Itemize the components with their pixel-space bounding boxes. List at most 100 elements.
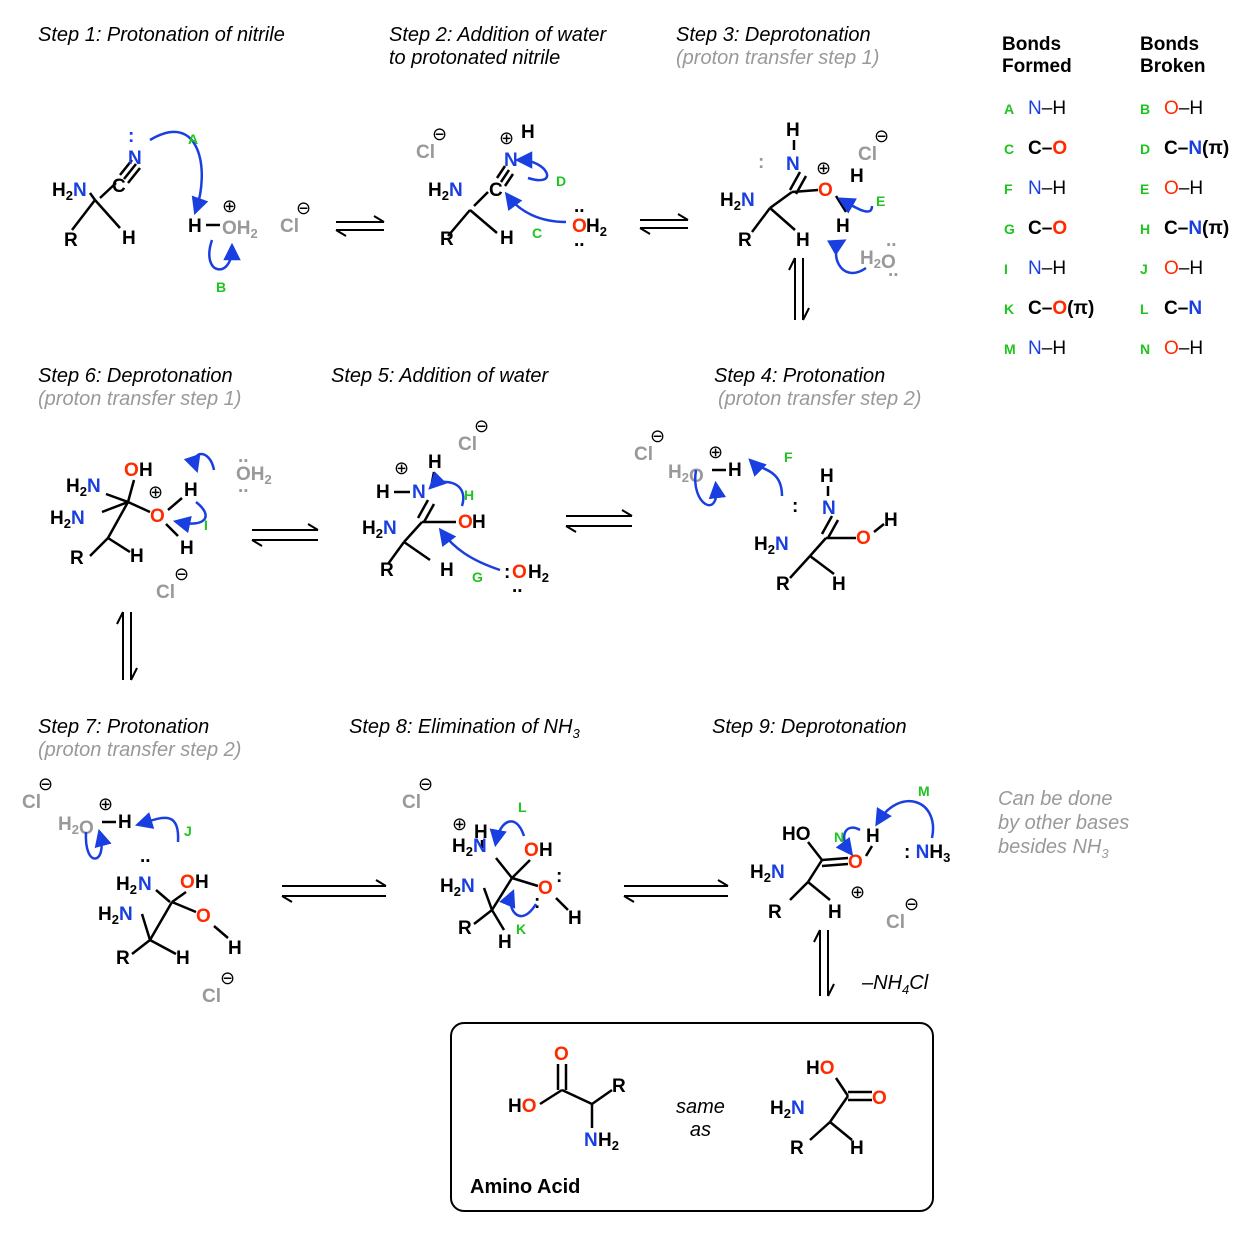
svg-text:O: O [856,528,871,549]
formed-row: K C–O(π) [1004,298,1094,338]
broken-row: N O–H [1140,338,1229,378]
bond-letter: N [1140,341,1151,357]
svg-text:Cl: Cl [634,444,653,465]
svg-text::: : [758,152,764,173]
svg-text:O: O [124,460,139,481]
svg-text:..: .. [574,196,585,217]
svg-text:⊖: ⊖ [904,894,919,915]
svg-text::: : [556,866,562,887]
bond-letter: B [1140,101,1151,117]
step-9-structure: HO O H H2N R H ⊕ : NH3 Cl ⊖ M N [750,783,950,933]
svg-text::: : [504,562,510,583]
svg-text:HO: HO [508,1096,537,1117]
legend-formed-header: Bonds Formed [1002,34,1072,77]
step-2-title: Step 2: Addition of water [389,24,607,46]
svg-text:N: N [786,154,800,175]
step-3-title: Step 3: Deprotonation [676,24,871,46]
svg-text:C: C [489,180,503,201]
step-2-structure: Cl ⊖ H2N C N ⊕ H R H O H2 .. .. D C [416,122,607,251]
byproduct-label: –NH4Cl [862,972,929,997]
step-4-subtitle: (proton transfer step 2) [718,388,922,410]
svg-text:O: O [196,906,211,927]
step-4-title: Step 4: Protonation [714,365,886,387]
svg-text:H: H [850,166,864,187]
svg-text:N: N [822,498,836,519]
svg-text:H: H [180,538,194,559]
svg-text:E: E [876,193,885,209]
svg-text:H2: H2 [598,1130,619,1153]
svg-text:⊖: ⊖ [418,774,433,795]
bond-letter: M [1004,341,1016,357]
svg-text:B: B [216,279,226,295]
svg-text:H: H [228,938,242,959]
svg-text:⊖: ⊖ [38,774,53,795]
svg-text:H2O: H2O [58,814,94,839]
svg-text:⊕: ⊕ [708,442,723,463]
svg-text:⊖: ⊖ [296,198,311,219]
svg-text:⊕: ⊕ [499,128,514,149]
step-6-subtitle: (proton transfer step 1) [38,388,242,410]
svg-text:H2: H2 [528,562,549,585]
svg-text:H: H [866,826,880,847]
equilibrium-arrow [639,213,689,235]
svg-text:H2: H2 [116,874,137,897]
svg-text:H: H [118,812,132,833]
svg-text:Cl: Cl [156,582,175,603]
svg-text:Cl: Cl [416,142,435,163]
equilibrium-arrow-vertical [788,257,810,321]
svg-text:R: R [768,902,782,923]
svg-text:H: H [850,1138,864,1159]
svg-text:H2N: H2N [720,190,755,213]
svg-text:..: .. [238,446,249,467]
svg-text:H: H [376,482,390,503]
equilibrium-arrow [623,879,729,903]
svg-text:⊕: ⊕ [148,482,163,503]
svg-text:H: H [836,216,850,237]
bond-label: C–O(π) [1028,298,1095,319]
step-3-structure: Cl ⊖ H N : H2N O ⊕ H H R H H2O .. .. E [720,120,899,281]
svg-text:H2N: H2N [98,904,133,927]
svg-text:H: H [832,574,846,595]
svg-text:H2: H2 [586,216,607,239]
step-1-structure: H2N C N : R H H OH2 ⊕ Cl ⊖ A B [52,126,311,295]
svg-text:⊖: ⊖ [874,126,889,147]
svg-text:⊕: ⊕ [452,814,467,835]
svg-text:H2N: H2N [770,1098,805,1121]
bond-label: O–H [1164,338,1204,359]
equilibrium-arrow [335,215,385,237]
svg-text:Cl: Cl [202,986,221,1007]
svg-text:R: R [440,229,454,250]
svg-text:D: D [556,173,566,189]
svg-text:HO: HO [782,824,811,845]
bond-label: N–H [1028,258,1067,279]
svg-text:K: K [516,921,526,937]
svg-text:I: I [204,517,208,533]
svg-text:H: H [184,480,198,501]
bond-letter: A [1004,101,1015,117]
equilibrium-arrow [251,523,319,547]
svg-text:H: H [188,216,202,237]
equilibrium-arrow [281,879,387,903]
svg-text:N: N [584,1130,598,1151]
svg-text:H2N: H2N [428,180,463,203]
svg-text:HO: HO [806,1058,835,1079]
svg-text:O: O [818,180,833,201]
svg-text:Cl: Cl [280,216,299,237]
bond-letter: K [1004,301,1015,317]
bond-label: N–H [1028,178,1067,199]
svg-text:..: .. [140,846,151,867]
svg-text:H: H [464,487,474,503]
svg-text:⊕: ⊕ [816,158,831,179]
svg-text::: : [534,892,540,913]
svg-text:..: .. [888,260,899,281]
svg-text:⊖: ⊖ [474,416,489,437]
svg-text:F: F [784,449,793,465]
step-2-title-line2: to protonated nitrile [389,47,561,69]
svg-text:H: H [820,466,834,487]
legend-broken-header: Bonds Broken [1140,34,1206,77]
svg-text:⊕: ⊕ [394,458,409,479]
